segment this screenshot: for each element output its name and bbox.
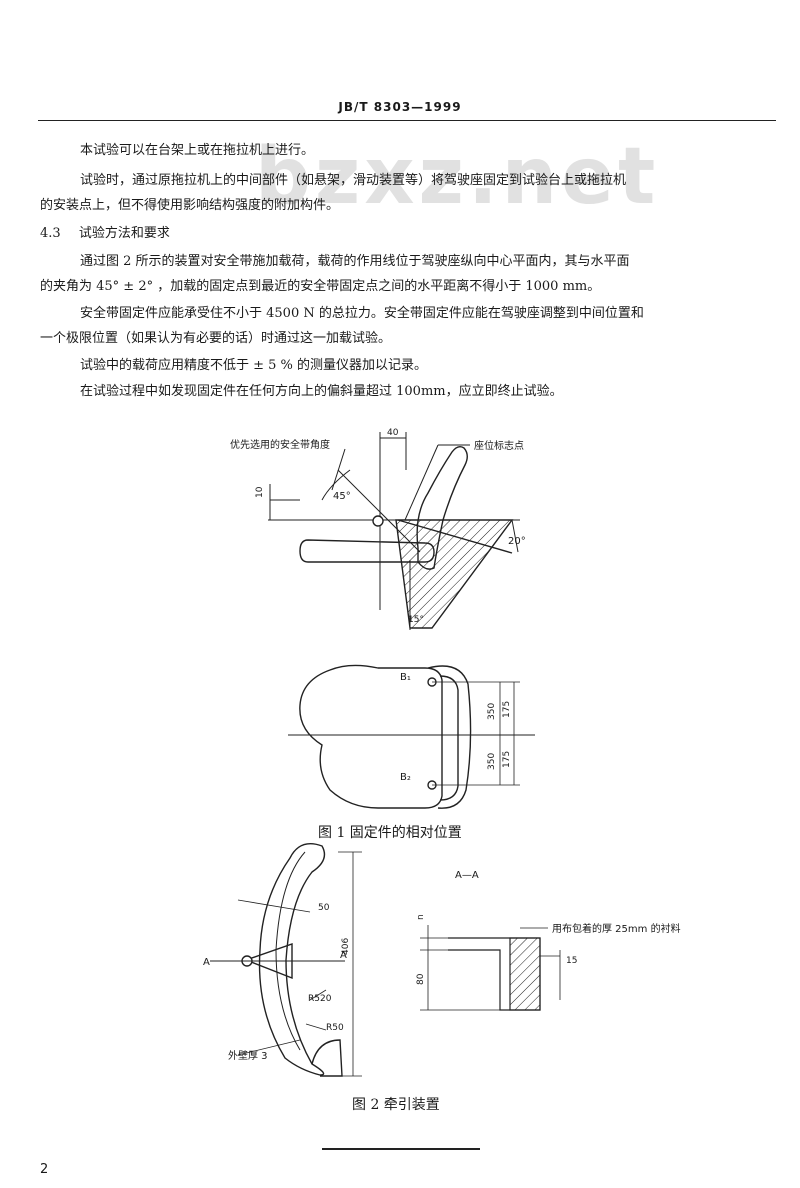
fig2-dim-80: 80 bbox=[416, 973, 426, 985]
fig1-side-view bbox=[268, 432, 520, 630]
fig2-wall-thickness: 外壁厚 3 bbox=[228, 1049, 268, 1062]
standard-code-header: JB/T 8303—1999 bbox=[338, 100, 462, 114]
paragraph-line: 安全带固定件应能承受住不小于 4500 N 的总拉力。安全带固定件应能在驾驶座调… bbox=[80, 306, 644, 321]
fig2-section-label: A—A bbox=[455, 870, 479, 881]
figure-2-caption: 图 2 牵引装置 bbox=[352, 1097, 440, 1113]
fig1-label-point: 座位标志点 bbox=[474, 439, 524, 452]
fig2-material-note: 用布包着的厚 25mm 的衬料 bbox=[552, 922, 681, 935]
page-number: 2 bbox=[40, 1162, 49, 1177]
figure-1-caption: 图 1 固定件的相对位置 bbox=[318, 825, 462, 841]
footer-rule bbox=[322, 1148, 480, 1150]
fig1-point-b1: B₁ bbox=[400, 672, 411, 683]
fig2-dim-406: 406 bbox=[341, 938, 351, 955]
fig1-dim-350-bottom: 350 bbox=[487, 753, 497, 770]
fig2-radius-520: R520 bbox=[308, 994, 332, 1004]
paragraph-line: 通过图 2 所示的装置对安全带施加载荷，载荷的作用线位于驾驶座纵向中心平面内，其… bbox=[80, 254, 630, 269]
fig2-traction-device bbox=[210, 843, 362, 1077]
fig2-dim-15: 15 bbox=[566, 956, 577, 966]
paragraph-line: 试验时，通过原拖拉机上的中间部件（如悬架，滑动装置等）将驾驶座固定到试验台上或拖… bbox=[80, 173, 627, 188]
paragraph-line: 一个极限位置（如果认为有必要的话）时通过这一加载试验。 bbox=[40, 331, 392, 346]
header-rule bbox=[38, 120, 776, 121]
fig1-dim-40: 40 bbox=[387, 428, 399, 438]
fig1-dim-175-top: 175 bbox=[502, 701, 512, 718]
fig2-section-a-right: A bbox=[340, 950, 347, 961]
fig2-section-a-left: A bbox=[203, 957, 210, 968]
fig2-dim-50: 50 bbox=[318, 903, 330, 913]
section-heading: 4.3 试验方法和要求 bbox=[40, 224, 170, 244]
fig1-dim-350-top: 350 bbox=[487, 703, 497, 720]
section-title: 试验方法和要求 bbox=[78, 226, 170, 241]
fig1-plan-view bbox=[288, 664, 535, 809]
fig1-point-b2: B₂ bbox=[400, 772, 411, 783]
fig1-angle-20: 20° bbox=[508, 536, 526, 547]
fig2-radius-50: R50 bbox=[326, 1023, 344, 1033]
fig1-angle-15: 15° bbox=[408, 615, 424, 625]
fig1-angle-45: 45° bbox=[333, 491, 351, 502]
paragraph-line: 的夹角为 45° ± 2° ，加载的固定点到最近的安全带固定点之间的水平距离不得… bbox=[40, 279, 601, 294]
fig1-dim-175-bottom: 175 bbox=[502, 751, 512, 768]
fig1-label-angle: 优先选用的安全带角度 bbox=[230, 438, 330, 451]
watermark: bzxz.net bbox=[255, 132, 660, 222]
section-number: 4.3 bbox=[40, 226, 61, 241]
paragraph-line: 在试验过程中如发现固定件在任何方向上的偏斜量超过 100mm，应立即终止试验。 bbox=[80, 384, 563, 399]
paragraph-line: 的安装点上，但不得使用影响结构强度的附加构件。 bbox=[40, 198, 340, 213]
paragraph-line: 试验中的载荷应用精度不低于 ± 5 % 的测量仪器加以记录。 bbox=[80, 358, 428, 373]
fig1-dim-10: 10 bbox=[255, 486, 265, 498]
fig2-dim-n: n bbox=[416, 914, 426, 920]
paragraph-line: 本试验可以在台架上或在拖拉机上进行。 bbox=[80, 143, 315, 158]
fig2-section-aa bbox=[420, 925, 561, 1011]
